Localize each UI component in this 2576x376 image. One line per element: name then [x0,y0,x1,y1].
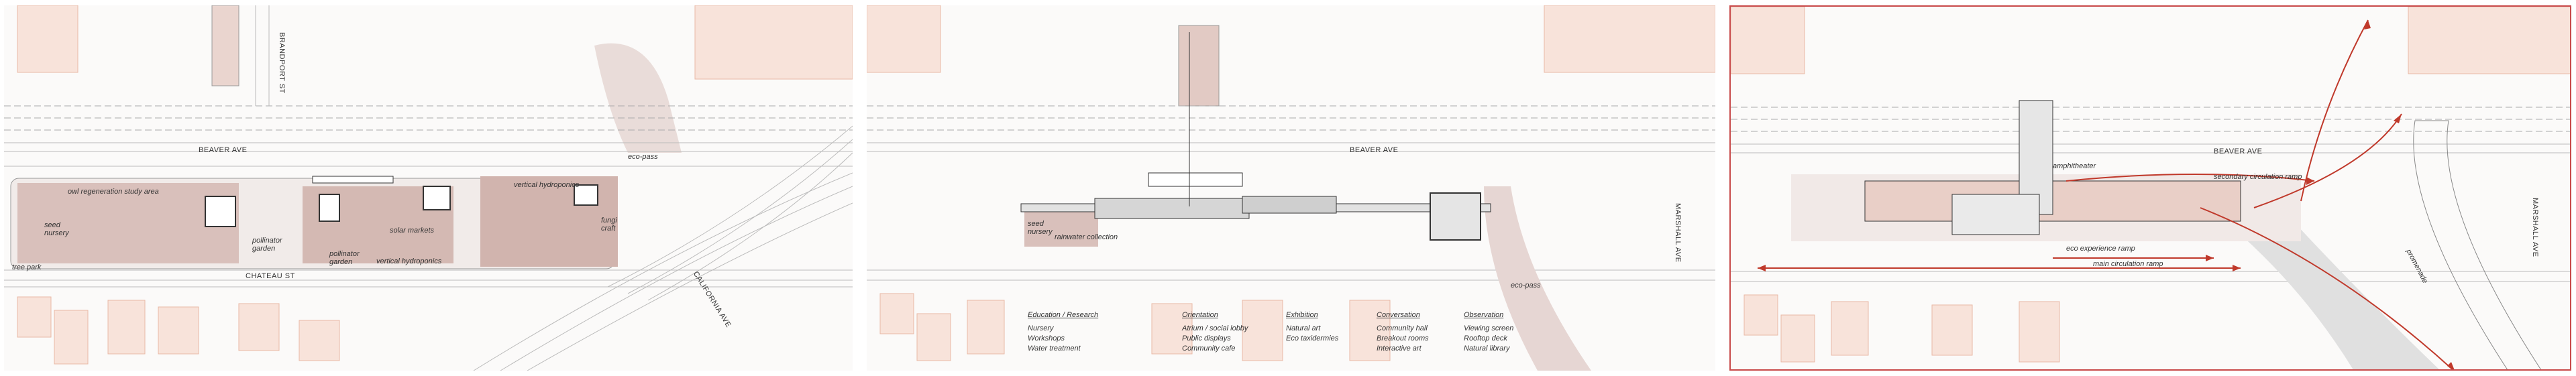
map-label: eco-pass [628,153,658,161]
street-label: BEAVER AVE [1350,146,1399,154]
site-plan-panel-2: BEAVER AVE MARSHALL AVE seed nursery rai… [867,5,1715,371]
map-label: pollinator garden [252,237,282,253]
vegetation [1024,206,1098,247]
map-label: seed nursery [44,221,69,237]
structure [312,176,394,184]
map-label: owl regeneration study area [68,188,159,196]
street-label: CHATEAU ST [246,272,295,280]
street-label: MARSHALL AVE [2531,198,2539,257]
building [694,5,853,80]
structure [423,186,451,210]
street-label: BRANDPORT ST [278,32,286,94]
map-label: eco-pass [1511,281,1541,290]
map-label: pollinator garden [329,250,360,266]
building-block [1430,192,1481,241]
structure [1148,172,1243,187]
site-plan-panel-1: BRANDPORT ST BEAVER AVE CHATEAU ST CALIF… [4,5,853,371]
map-label: tree park [12,263,42,271]
building [2408,7,2570,74]
site-plan-1-drawing [4,5,853,371]
street-label: BEAVER AVE [2214,147,2263,155]
street-label: MARSHALL AVE [1674,203,1682,263]
building-block [1094,198,1250,219]
map-label: solar markets [390,227,435,235]
promenade-area [2241,208,2439,369]
building [211,5,239,86]
building [17,5,78,73]
vegetation [17,183,239,263]
building-block [1951,194,2040,235]
map-label: seed nursery [1028,220,1053,236]
building-block [1242,196,1337,214]
building [1178,25,1220,107]
street-label: BEAVER AVE [199,146,248,154]
building [1731,7,1805,74]
building [867,5,941,73]
structure [574,184,598,206]
map-label: rainwater collection [1055,233,1118,241]
map-label: amphitheater [2053,162,2096,170]
map-label: eco experience ramp [2066,245,2135,253]
map-label: main circulation ramp [2093,260,2163,268]
vegetation [594,43,682,153]
structure [319,194,340,222]
site-plan-3-drawing [1731,7,2570,369]
map-label: fungi craft [601,216,617,233]
map-label: secondary circulation ramp [2214,173,2302,181]
site-plan-2-drawing [867,5,1715,371]
site-plan-panel-3: BEAVER AVE MARSHALL AVE amphitheater sec… [1729,5,2571,371]
vegetation [1484,186,1591,371]
map-label: vertical hydroponics [514,181,580,189]
structure [205,196,236,227]
building [1544,5,1715,73]
map-label: vertical hydroponics [376,257,442,265]
